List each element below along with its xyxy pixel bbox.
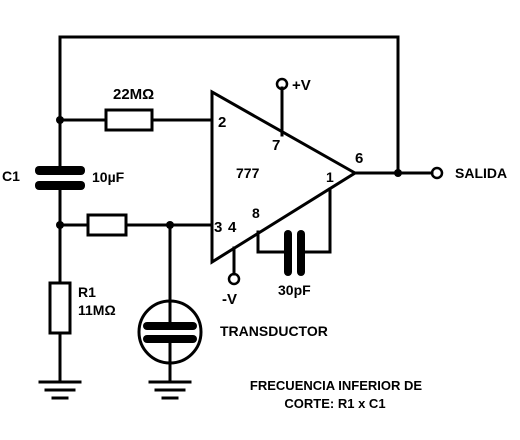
- resistor-22m: [104, 108, 154, 132]
- ground-right-icon: [148, 380, 192, 400]
- c1-value-label: 10µF: [92, 169, 125, 185]
- note-line-1: FRECUENCIA INFERIOR DE: [250, 378, 422, 393]
- transducer-plate-top: [143, 322, 197, 330]
- transducer-label: TRANSDUCTOR: [220, 323, 328, 339]
- opamp-pin6-label: 6: [355, 150, 363, 167]
- wire-comp-pin8: [256, 230, 287, 254]
- r1-ref-label: R1: [78, 284, 96, 300]
- capacitor-c1-plate-bottom: [35, 181, 85, 190]
- ground-left-icon: [38, 380, 82, 400]
- capacitor-30pf-plate-left: [284, 230, 292, 276]
- transducer-plate-bottom: [143, 335, 197, 343]
- plus-v-label: +V: [292, 77, 311, 94]
- r22m-label: 22MΩ: [113, 86, 154, 103]
- opamp-pin2-label: 2: [218, 114, 226, 131]
- resistor-r1: [48, 281, 72, 335]
- terminal-output: [430, 166, 444, 180]
- terminal-minus-v: [227, 272, 241, 286]
- note-line-2: CORTE: R1 x C1: [284, 396, 385, 411]
- resistor-input: [86, 213, 128, 237]
- opamp-pin4-label: 4: [228, 219, 237, 236]
- c1-ref-label: C1: [2, 168, 20, 184]
- opamp-model-label: 777: [236, 165, 260, 181]
- opamp-pin7-label: 7: [272, 137, 280, 154]
- capacitor-c1-plate-top: [35, 166, 85, 175]
- opamp-pin8-label: 8: [252, 205, 260, 221]
- terminal-plus-v: [275, 77, 289, 91]
- opamp-pin3-label: 3: [214, 219, 222, 236]
- feedback-wire: [58, 35, 400, 175]
- minus-v-label: -V: [222, 291, 237, 308]
- junction-top-left: [56, 116, 64, 124]
- junction-output: [394, 169, 402, 177]
- output-label: SALIDA: [455, 165, 507, 181]
- opamp-pin1-label: 1: [326, 169, 334, 185]
- c30pf-label: 30pF: [278, 282, 311, 298]
- wire-comp-pin1: [303, 187, 332, 254]
- r1-value-label: 11MΩ: [78, 302, 116, 318]
- capacitor-30pf-plate-right: [297, 230, 305, 276]
